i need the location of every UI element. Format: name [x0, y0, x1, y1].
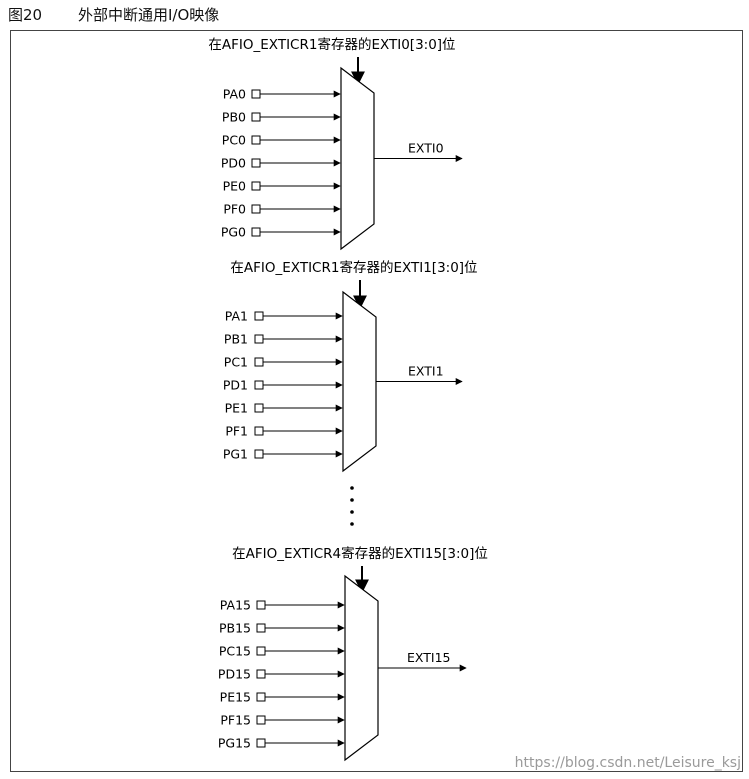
- continuation-dots: [350, 486, 354, 526]
- pin-square-icon: [256, 646, 266, 656]
- input-pin-label: PD1: [223, 378, 248, 393]
- pin-square-icon: [254, 426, 264, 436]
- output-line-label: EXTI15: [407, 650, 450, 665]
- pin-square-icon: [251, 181, 261, 191]
- input-pin-label: PC0: [222, 133, 246, 148]
- pin-square-icon: [254, 357, 264, 367]
- pin-square-icon: [254, 449, 264, 459]
- input-pin-label: PA1: [225, 309, 248, 324]
- input-pin-label: PD15: [218, 667, 251, 682]
- input-pin-label: PF0: [223, 202, 246, 217]
- pin-square-icon: [251, 158, 261, 168]
- figure-title: 外部中断通用I/O映像: [78, 5, 220, 24]
- multiplexer-exti15: 在AFIO_EXTICR4寄存器的EXTI15[3:0]位 PA15PB15PC1…: [218, 545, 488, 762]
- control-register-label: 在AFIO_EXTICR4寄存器的EXTI15[3:0]位: [232, 545, 488, 562]
- figure-number: 图20: [8, 5, 43, 24]
- pin-square-icon: [256, 623, 266, 633]
- watermark-text: https://blog.csdn.net/Leisure_ksj: [514, 755, 741, 771]
- input-pin-label: PG15: [218, 736, 251, 751]
- input-pin-label: PC1: [224, 355, 248, 370]
- pin-square-icon: [254, 334, 264, 344]
- input-pin-label: PF1: [225, 424, 248, 439]
- control-register-label: 在AFIO_EXTICR1寄存器的EXTI0[3:0]位: [208, 36, 455, 53]
- input-pin-label: PE15: [220, 690, 251, 705]
- pin-square-icon: [251, 204, 261, 214]
- pin-square-icon: [251, 135, 261, 145]
- input-pin-label: PA15: [220, 598, 251, 613]
- input-pin-label: PG0: [221, 225, 246, 240]
- pin-square-icon: [256, 669, 266, 679]
- input-pin-label: PB15: [219, 621, 251, 636]
- pin-square-icon: [256, 692, 266, 702]
- output-line-label: EXTI1: [408, 364, 444, 379]
- input-pin-label: PB1: [224, 332, 248, 347]
- pin-square-icon: [256, 738, 266, 748]
- mux-trapezoid: [340, 66, 375, 251]
- mux-trapezoid: [342, 290, 377, 473]
- input-pin-label: PF15: [220, 713, 251, 728]
- input-pin-label: PE1: [225, 401, 248, 416]
- pin-square-icon: [256, 600, 266, 610]
- mux-trapezoid: [344, 574, 379, 762]
- input-pin-label: PC15: [219, 644, 251, 659]
- multiplexer-exti1: 在AFIO_EXTICR1寄存器的EXTI1[3:0]位 PA1PB1PC1PD1…: [223, 259, 478, 473]
- pin-square-icon: [251, 89, 261, 99]
- diagram-frame: [10, 30, 743, 772]
- pin-square-icon: [254, 311, 264, 321]
- pin-square-icon: [251, 227, 261, 237]
- input-pin-label: PD0: [221, 156, 246, 171]
- pin-square-icon: [256, 715, 266, 725]
- figure-header: 图20 外部中断通用I/O映像: [8, 2, 219, 26]
- input-pin-label: PG1: [223, 447, 248, 462]
- input-pin-label: PE0: [223, 179, 246, 194]
- pin-square-icon: [254, 380, 264, 390]
- input-pin-label: PB0: [222, 110, 246, 125]
- pin-square-icon: [251, 112, 261, 122]
- control-register-label: 在AFIO_EXTICR1寄存器的EXTI1[3:0]位: [230, 259, 477, 276]
- output-line-label: EXTI0: [408, 141, 444, 156]
- pin-square-icon: [254, 403, 264, 413]
- input-pin-label: PA0: [223, 87, 246, 102]
- multiplexer-exti0: 在AFIO_EXTICR1寄存器的EXTI0[3:0]位 PA0PB0PC0PD0…: [208, 36, 463, 251]
